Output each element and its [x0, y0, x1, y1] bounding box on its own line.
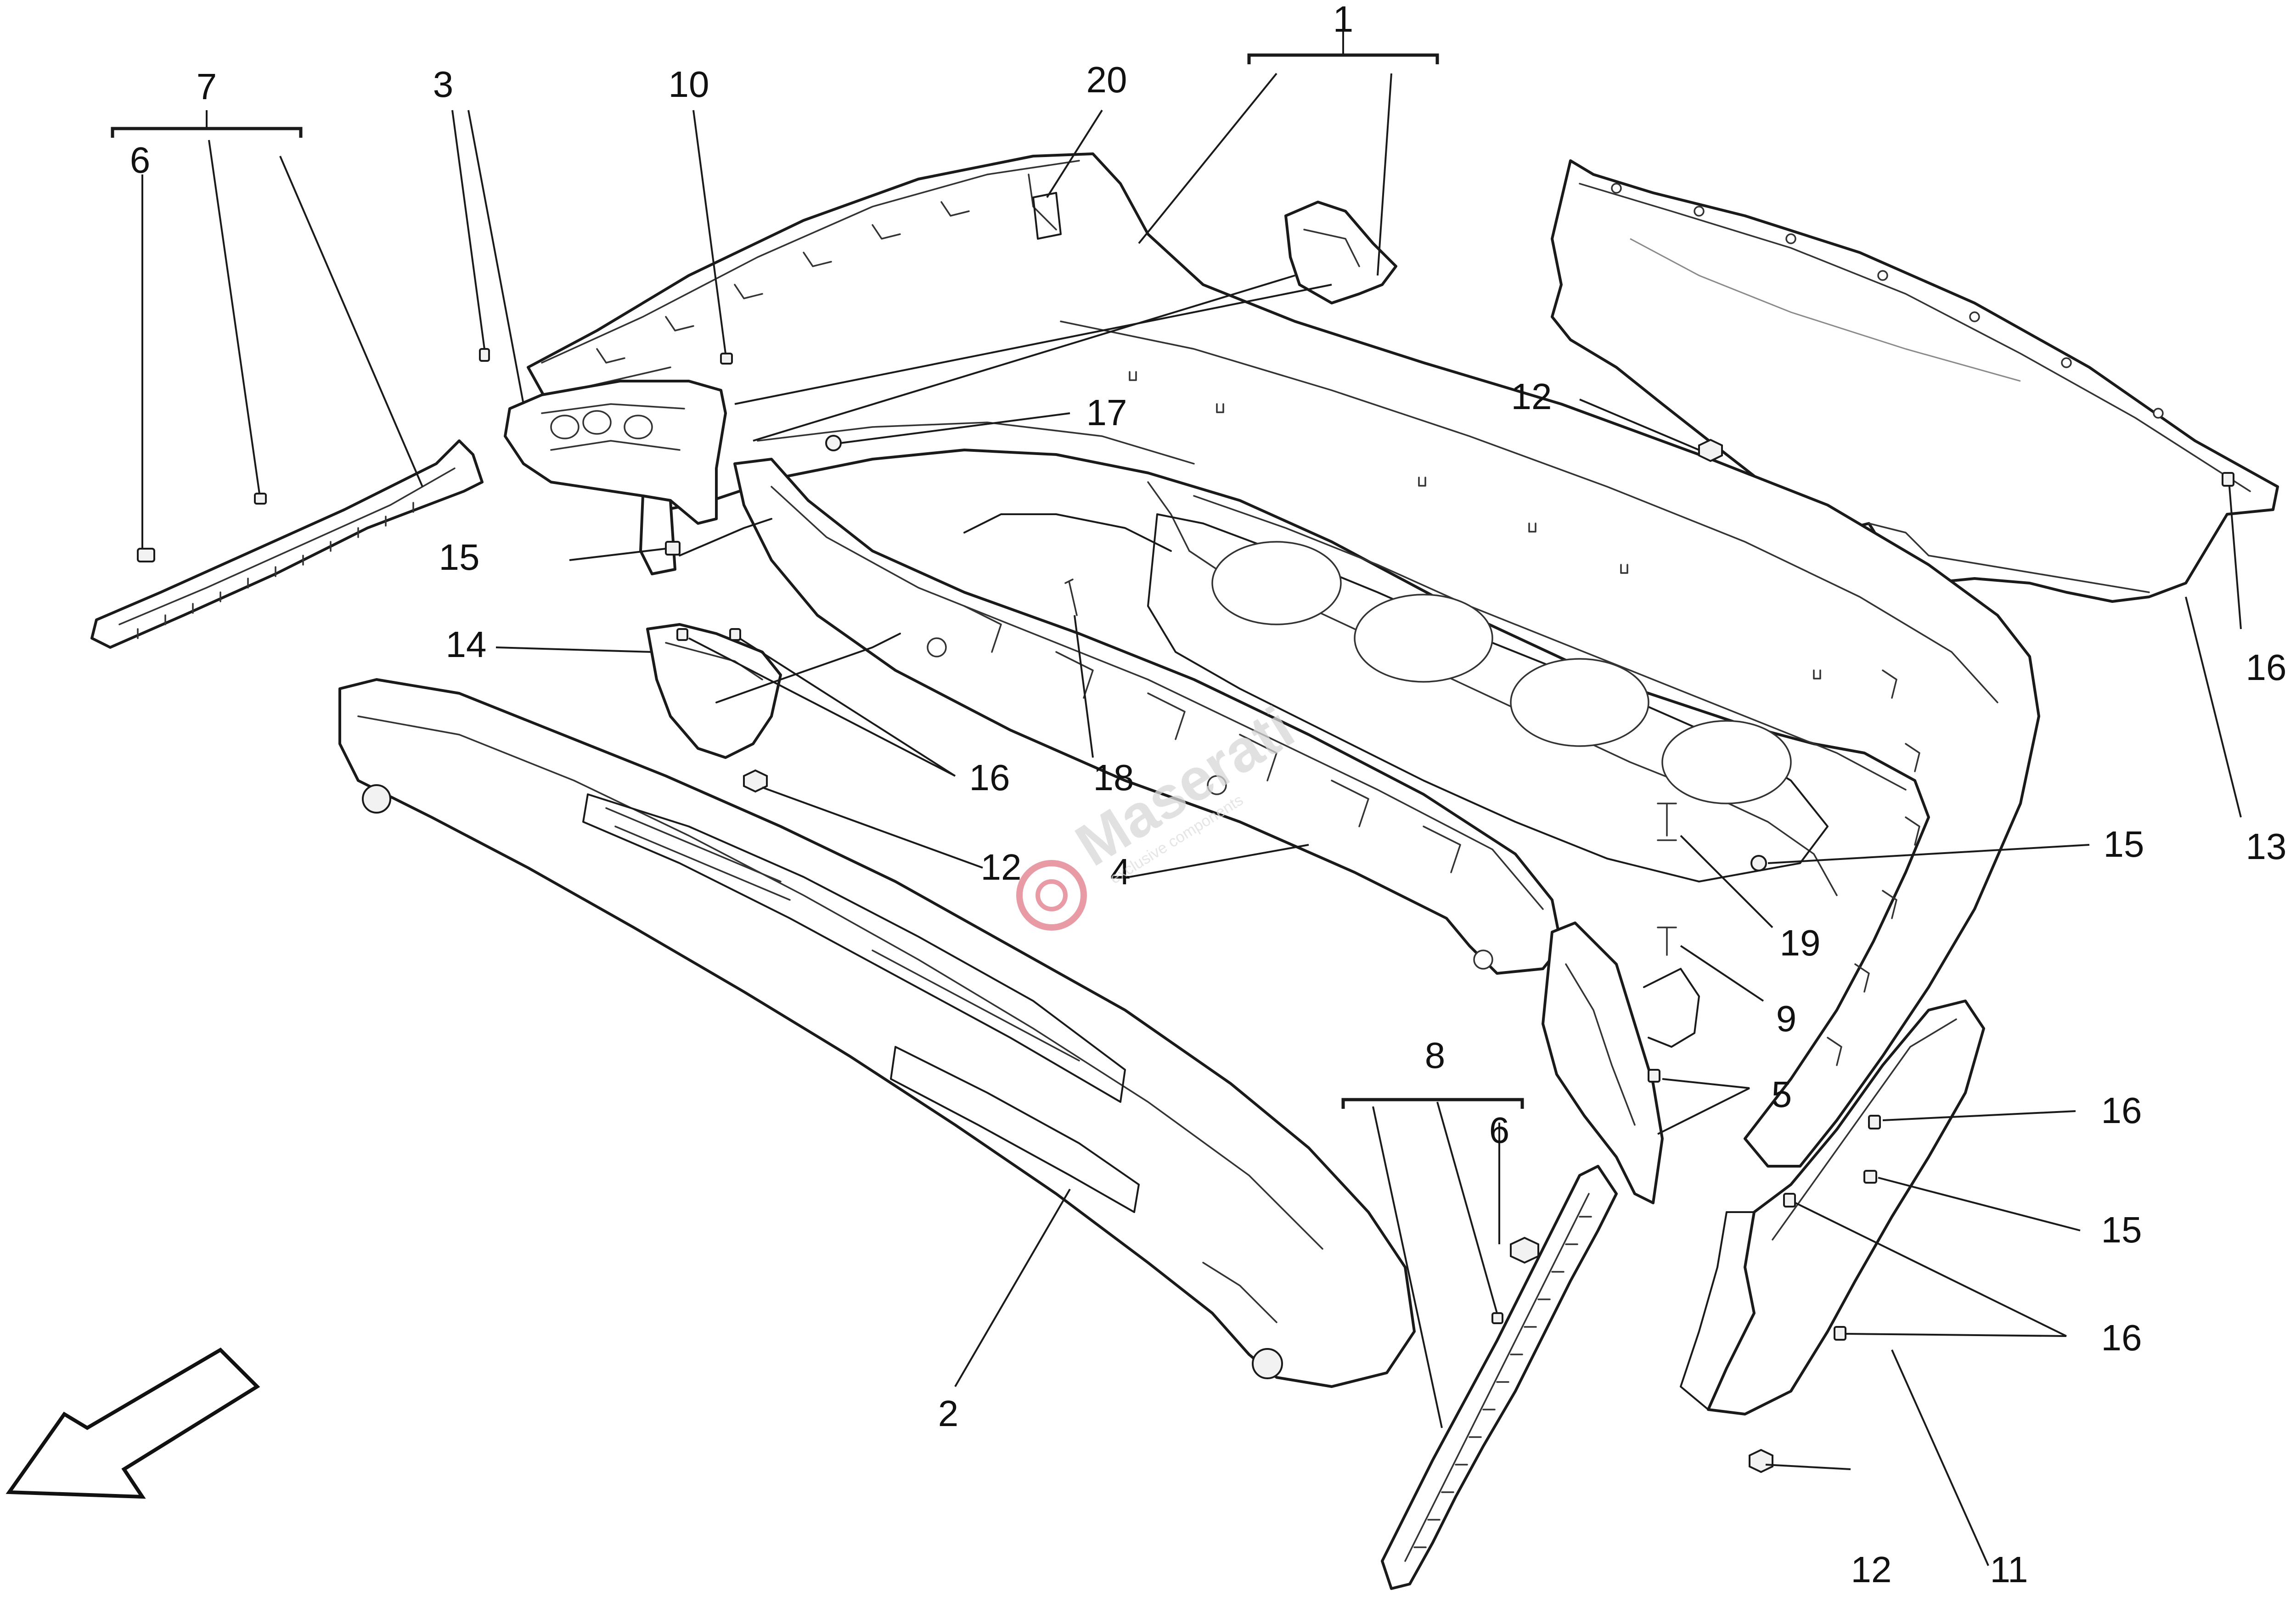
group-bracket-1	[1247, 53, 1439, 64]
watermark-logo-icon	[1016, 860, 1087, 931]
callout-12-bottom: 12	[1851, 1549, 1892, 1590]
part-1-bumper-shell	[527, 152, 2040, 1168]
callout-17: 17	[1086, 392, 1127, 433]
group-bracket-7	[111, 127, 303, 138]
callout-15-right: 15	[2104, 824, 2144, 865]
callout-7: 7	[197, 66, 217, 107]
callout-labels: 1 2 3 4 5 6 6 7 8 9 10 11 12 12 12 12 13…	[130, 0, 2287, 1590]
part-4-reinforcement-beam	[733, 458, 1563, 975]
fastener-5-clip	[1648, 1069, 1660, 1083]
group-bracket-8	[1341, 1098, 1524, 1109]
fastener-19-bolt	[1657, 803, 1677, 841]
part-14-lower-bracket	[646, 623, 782, 759]
callout-18: 18	[1093, 757, 1134, 798]
fastener-16-left-b	[729, 628, 741, 641]
fastener-15-right-b	[1863, 1170, 1877, 1184]
fastener-16-right-b	[1783, 1193, 1796, 1208]
callout-1: 1	[1333, 0, 1354, 39]
callout-6-right: 6	[1489, 1110, 1510, 1151]
callout-10: 10	[669, 64, 709, 105]
callout-11: 11	[1990, 1549, 2028, 1590]
fastener-18-screw	[1064, 579, 1078, 616]
callout-15-left: 15	[439, 537, 480, 578]
callout-2: 2	[938, 1393, 959, 1434]
callout-8: 8	[1425, 1035, 1446, 1076]
part-5-right-bracket	[1542, 921, 1700, 1204]
fastener-16-left-a	[676, 628, 688, 641]
fastener-12-right-top	[1698, 438, 1723, 462]
fastener-9-bolt	[1657, 927, 1677, 956]
part-2-energy-absorber	[338, 678, 1416, 1388]
callout-14: 14	[446, 624, 487, 665]
fastener-17	[825, 435, 842, 451]
callout-12-left: 12	[981, 847, 1022, 888]
callout-9: 9	[1776, 998, 1797, 1039]
part-7-left-strip	[90, 439, 484, 649]
wiring	[679, 513, 1172, 703]
callout-12-top: 12	[1511, 376, 1552, 417]
callout-16-left: 16	[969, 757, 1010, 798]
part-8-right-strip	[1381, 1165, 1618, 1590]
callout-20: 20	[1086, 59, 1127, 100]
front-direction-arrow	[6, 1347, 260, 1499]
leader-lines	[141, 28, 2242, 1566]
fastener-7-clip	[254, 493, 267, 505]
callout-16-top-right: 16	[2246, 647, 2287, 688]
part-3-left-bracket	[504, 380, 727, 575]
fastener-6-left	[137, 548, 155, 562]
callout-6-left: 6	[130, 140, 151, 180]
callout-13: 13	[2246, 826, 2287, 867]
fastener-16-right-a	[1868, 1115, 1881, 1129]
part-11-lower-extension	[1680, 1000, 1985, 1416]
callout-5: 5	[1772, 1074, 1792, 1115]
callout-4: 4	[1110, 851, 1131, 892]
fastener-16-right-c	[1834, 1326, 1846, 1341]
fastener-15-left	[665, 541, 681, 556]
callout-16-low-right: 16	[2101, 1317, 2142, 1358]
fastener-16-right-top	[2222, 472, 2234, 487]
part-13-upper-cover	[1551, 159, 2279, 603]
fastener-6-right	[1510, 1236, 1539, 1264]
fastener-12-bottom	[1749, 1449, 1773, 1473]
callout-3: 3	[433, 64, 454, 105]
fastener-3-clip	[479, 348, 490, 362]
fastener-8-clip	[1491, 1312, 1503, 1324]
fastener-15-right	[1750, 855, 1767, 871]
fasteners	[137, 348, 2234, 1473]
callout-19: 19	[1780, 922, 1821, 963]
fastener-12-left	[743, 769, 768, 793]
fastener-10	[720, 353, 733, 365]
part-1-bracket	[1284, 201, 1397, 304]
callout-16-mid-right: 16	[2101, 1090, 2142, 1131]
callout-15-lower: 15	[2101, 1209, 2142, 1250]
